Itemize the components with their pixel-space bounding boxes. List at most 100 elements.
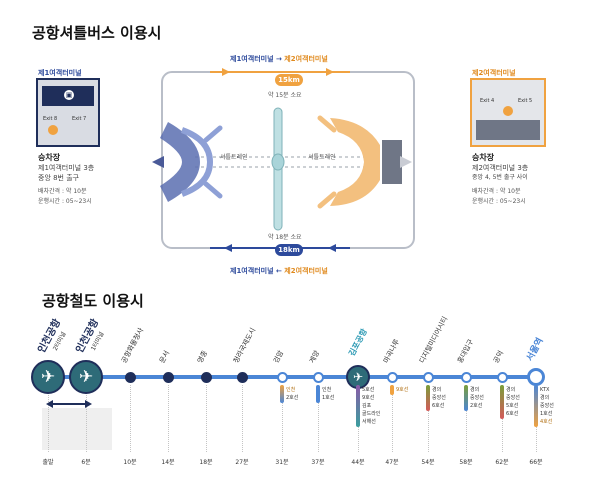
terminal-station-marker — [527, 368, 545, 386]
transfer-line-label: 김포 — [362, 403, 372, 409]
transfer-line-label: KTX — [540, 387, 550, 393]
transfer-line-label: 6호선 — [432, 403, 445, 409]
airport-station-icon: ✈ — [31, 360, 65, 394]
distance-badge-top: 15km — [275, 74, 303, 86]
station-name: 마곡나루 — [382, 338, 402, 365]
t1-map: ▣ Exit 8 Exit 7 — [36, 78, 100, 147]
station-travel-time: 66분 — [529, 459, 543, 466]
station-guide — [282, 385, 283, 452]
station-name: 계양 — [308, 349, 322, 365]
station-guide — [48, 385, 49, 452]
t2-exit-a: Exit 4 — [480, 98, 495, 104]
station-name: 김포공항 — [347, 327, 369, 358]
bus-stop-icon: ▣ — [64, 90, 74, 100]
t1-interval: 배차간격 : 약 10분 — [38, 188, 87, 195]
transfer-line-label: 2호선 — [286, 395, 299, 401]
t1-stop-title: 승차장 — [38, 153, 61, 162]
transfer-line-label: 중앙선 — [506, 395, 520, 401]
transfer-line-label: 1호선 — [322, 395, 335, 401]
station-name: 공덕 — [492, 349, 506, 365]
t2-stop-line2: 중앙 4, 5번 출구 사이 — [472, 174, 528, 181]
t1-stop-line2: 중앙 8번 출구 — [38, 174, 80, 182]
transfer-line-label: 중앙선 — [540, 403, 554, 409]
transfer-line-label: 9호선 — [362, 395, 375, 401]
t1-exit-marker — [48, 125, 58, 135]
station-guide — [466, 385, 467, 452]
t2-map-title: 제2여객터미널 — [472, 69, 516, 77]
t1-exit-b: Exit 7 — [72, 116, 87, 122]
t2-stop-line1: 제2여객터미널 3층 — [472, 164, 529, 172]
transfer-line-label: 중앙선 — [432, 395, 446, 401]
t2-hours: 운행시간 : 05~23시 — [472, 198, 526, 205]
transfer-line-label: 경의 — [432, 387, 442, 393]
duration-bottom: 약 18분 소요 — [268, 234, 302, 241]
route-bottom-arrow: ← — [275, 267, 282, 275]
station-travel-time: 54분 — [421, 459, 435, 466]
station-travel-time: 58분 — [459, 459, 473, 466]
transfer-line-label: 인천 — [322, 387, 332, 393]
station-guide — [168, 385, 169, 452]
station-travel-time: 47분 — [385, 459, 399, 466]
transfer-station-marker — [496, 371, 508, 383]
transfer-line-label: 서해선 — [362, 419, 376, 425]
t2-stop-title: 승차장 — [472, 153, 495, 162]
transfer-line-bar — [390, 385, 394, 395]
transfer-line-label: 5호선 — [506, 403, 519, 409]
transfer-line-label: 인천 — [286, 387, 296, 393]
station-travel-time: 44분 — [351, 459, 365, 466]
transfer-line-label: 경의 — [506, 387, 516, 393]
station-name: 공항화물청사 — [120, 326, 146, 365]
station-name: 디지털미디어시티 — [418, 315, 450, 365]
route-top-to: 제2여객터미널 — [284, 55, 328, 63]
station-name: 검암 — [272, 349, 286, 365]
station-guide — [242, 385, 243, 452]
transfer-station-marker — [312, 371, 324, 383]
transfer-line-bar — [356, 385, 360, 427]
station-name: 영종 — [196, 349, 210, 365]
transfer-line-label: 골드라인 — [362, 411, 381, 417]
t2-map: Exit 4 Exit 5 — [470, 78, 546, 147]
station-guide — [86, 385, 87, 452]
t1-stop-line1: 제1여객터미널 3층 — [38, 164, 95, 172]
transfer-line-label: 9호선 — [396, 387, 409, 393]
station-marker — [124, 371, 136, 383]
transfer-station-marker — [386, 371, 398, 383]
station-name: 서울역 — [525, 336, 546, 363]
transfer-line-bar — [500, 385, 504, 419]
transfer-line-label: 4호선 — [540, 419, 553, 425]
transfer-line-bar — [316, 385, 320, 403]
station-marker — [236, 371, 248, 383]
transfer-station-marker — [460, 371, 472, 383]
station-travel-time: 10분 — [123, 459, 137, 466]
route-bottom-from: 제1여객터미널 — [230, 267, 274, 275]
shuttle-route-diagram — [152, 68, 415, 252]
station-travel-time: 14분 — [161, 459, 175, 466]
shuttle-train-label-left: 셔틀트레인 — [220, 154, 248, 161]
route-bottom-to: 제2여객터미널 — [284, 267, 328, 275]
station-marker — [200, 371, 212, 383]
transfer-line-label: 1호선 — [540, 411, 553, 417]
station-guide — [206, 385, 207, 452]
station-marker — [162, 371, 174, 383]
station-name: 운서 — [158, 349, 172, 365]
t1-map-title: 제1여객터미널 — [38, 69, 82, 77]
t1-hours: 운행시간 : 05~23시 — [38, 198, 92, 205]
transfer-line-bar — [280, 385, 284, 403]
station-travel-time: 출발 — [42, 459, 54, 466]
station-travel-time: 6분 — [81, 459, 91, 466]
station-travel-time: 27분 — [235, 459, 249, 466]
transfer-line-label: 5호선 — [362, 387, 375, 393]
transfer-station-marker — [276, 371, 288, 383]
rail-line — [40, 375, 536, 379]
station-guide — [130, 385, 131, 452]
t2-map-road — [476, 120, 540, 140]
route-label-top: 제1여객터미널 → 제2여객터미널 — [230, 54, 328, 64]
station-travel-time: 62분 — [495, 459, 509, 466]
airport-station-icon: ✈ — [69, 360, 103, 394]
shuttle-section-title: 공항셔틀버스 이용시 — [32, 24, 162, 42]
bus-stop-icon — [503, 106, 513, 116]
route-top-arrow: → — [275, 55, 282, 63]
route-label-bottom: 제1여객터미널 ← 제2여객터미널 — [230, 266, 328, 276]
terminal-transfer-zone — [42, 408, 112, 450]
station-travel-time: 37분 — [311, 459, 325, 466]
